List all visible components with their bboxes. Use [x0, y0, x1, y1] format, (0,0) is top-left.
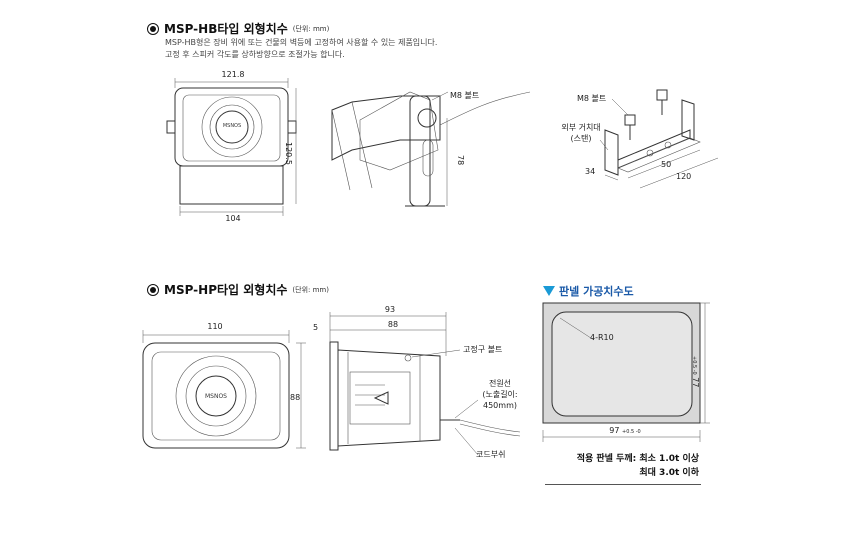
hp-dim-93: 93	[384, 305, 396, 314]
hb-stand-dim-34: 34	[585, 167, 596, 176]
stand-bolt-right	[656, 89, 668, 101]
panel-cutout	[551, 311, 693, 417]
hb-dim-base: 104	[225, 214, 241, 223]
hb-side-cable	[439, 91, 531, 126]
bullet-icon	[147, 22, 159, 35]
hb-front-right-bolt	[287, 120, 297, 134]
hb-front-left-bolt	[166, 120, 176, 134]
hp-label-bushing: 코드부쉬	[476, 450, 506, 459]
hb-front-horn-inner	[215, 110, 249, 144]
hb-description: MSP-HB형은 장비 위에 또는 건물의 벽등에 고정하여 사용할 수 있는 …	[165, 37, 437, 61]
panel-apply-line2: 최대 3.0t 이하	[639, 468, 699, 478]
panel-title-text: 판넬 가공치수도	[559, 285, 634, 298]
hb-side-bolt-label: M8 볼트	[450, 91, 480, 100]
hb-brand-logo: MSNOS	[222, 123, 242, 129]
hb-desc-line1: MSP-HB형은 장비 위에 또는 건물의 벽등에 고정하여 사용할 수 있는 …	[165, 38, 438, 47]
hb-stand-bolt-label: M8 볼트	[577, 94, 607, 103]
hp-dim-88: 88	[387, 320, 399, 329]
hp-front-bezel	[151, 351, 281, 441]
panel-dim-h-tol: +0.5 -0	[691, 356, 697, 375]
hb-front-view	[166, 78, 297, 216]
panel-apply-line1: 적용 판넬 두께: 최소 1.0t 이상	[576, 454, 699, 464]
hp-unit: (단위: mm)	[292, 285, 329, 294]
panel-dim-w: 97 +0.5 -0	[600, 426, 650, 435]
hb-dim-height: 120.5	[284, 142, 293, 165]
hp-front-horn-outer	[175, 355, 257, 437]
hb-side-body	[359, 91, 439, 171]
hp-front-view	[142, 330, 306, 449]
hp-title-text: MSP-HP타입 외형치수	[164, 283, 288, 297]
hp-label-cable-1: 전원선	[488, 379, 512, 388]
stand-base-top	[617, 129, 691, 169]
hp-side-cable	[459, 419, 521, 433]
triangle-down-icon	[543, 286, 555, 296]
panel-dim-w-value: 97	[609, 426, 620, 435]
hp-side-body	[337, 349, 441, 447]
panel-dim-h: +0.5 -0 77	[691, 356, 700, 387]
stand-bolt-left	[624, 114, 636, 126]
hb-side-view	[331, 91, 531, 207]
stand-left-wing	[604, 129, 619, 176]
hb-side-slot	[422, 139, 434, 177]
hb-stand-label-2: (스탠)	[570, 134, 592, 143]
stand-right-wing	[681, 99, 695, 141]
hp-label-cable-3: 450mm)	[483, 401, 517, 410]
hp-side-flange	[329, 341, 339, 451]
hp-side-bolt	[404, 354, 412, 362]
bullet-icon	[147, 283, 159, 296]
hb-front-horn-mid	[209, 104, 255, 150]
panel-apply-note: 적용 판넬 두께: 최소 1.0t 이상 최대 3.0t 이하	[545, 452, 699, 480]
hp-side-view	[329, 312, 521, 456]
panel-apply-underline	[545, 484, 701, 485]
hb-side-horn	[331, 95, 441, 161]
hp-label-cable-2: (노출길이:	[482, 390, 518, 399]
hp-dim-5: 5	[313, 323, 319, 332]
hb-front-horn-outer	[201, 96, 263, 158]
hb-desc-line2: 고정 후 스피커 각도를 상하방향으로 조절가능 합니다.	[165, 50, 345, 59]
hb-stand-label-1: 외부 거치대	[561, 123, 601, 132]
hp-front-horn-mid	[185, 365, 247, 427]
panel-dim-w-tol: +0.5 -0	[622, 429, 641, 435]
hb-title-text: MSP-HB타입 외형치수	[164, 22, 288, 36]
hp-dim-width: 110	[207, 322, 223, 331]
hp-side-bracket	[349, 371, 411, 425]
panel-cutout-view	[542, 302, 710, 442]
hb-front-base	[179, 165, 284, 205]
hb-section-title: MSP-HB타입 외형치수 (단위: mm)	[147, 20, 329, 37]
hb-front-bezel	[182, 94, 281, 162]
hb-dim-width: 121.8	[221, 70, 245, 79]
hb-side-knob	[417, 108, 437, 128]
hb-side-height: 78	[456, 155, 465, 166]
hp-label-cable: 전원선 (노출길이: 450mm)	[470, 378, 530, 411]
hp-front-flange	[142, 342, 290, 449]
hp-side-arrow	[373, 391, 389, 405]
hb-stand-label: 외부 거치대 (스탠)	[550, 122, 612, 144]
panel-radius-label: 4-R10	[590, 333, 614, 342]
panel-dim-h-value: 77	[691, 377, 700, 388]
hb-stand-dim-50: 50	[661, 160, 672, 169]
hp-section-title: MSP-HP타입 외형치수 (단위: mm)	[147, 281, 329, 298]
hp-label-bolt: 고정구 볼트	[463, 345, 503, 354]
hb-stand-dim-120: 120	[676, 172, 692, 181]
panel-section-title: 판넬 가공치수도	[543, 283, 634, 299]
hp-dim-height: 88	[290, 393, 301, 402]
hb-stand-view	[599, 89, 719, 189]
hp-brand-logo: MSNOS	[204, 393, 227, 400]
hb-unit: (단위: mm)	[292, 24, 330, 33]
hp-front-horn-inner	[195, 375, 237, 417]
